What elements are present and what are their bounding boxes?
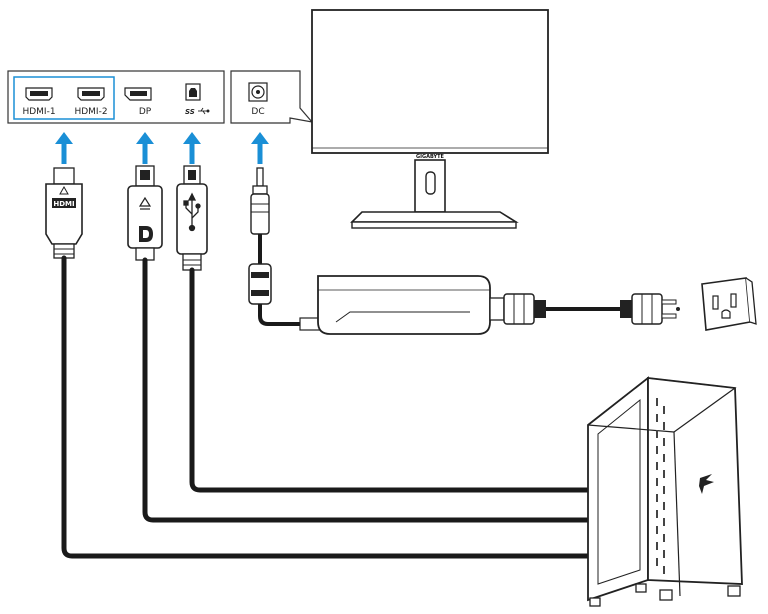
monitor: GIGABYTE xyxy=(311,9,549,229)
hdmi-2-port: HDMI-2 xyxy=(74,87,108,117)
dp-label: DP xyxy=(139,107,152,117)
hdmi-1-port: HDMI-1 xyxy=(22,87,56,117)
wall-outlet xyxy=(701,277,757,331)
displayport-port: DP xyxy=(124,87,152,117)
displayport-logo-icon xyxy=(139,226,153,242)
up-arrow-icon xyxy=(55,132,269,164)
monitor-brand: GIGABYTE xyxy=(416,154,445,160)
usb-trident-small-icon xyxy=(198,107,210,115)
front-vent xyxy=(656,398,665,574)
usb-b-port: SS xyxy=(185,83,210,116)
displayport-cable xyxy=(142,257,591,523)
displayport-plug xyxy=(127,165,163,261)
hdmi-2-label: HDMI-2 xyxy=(74,107,107,117)
hdmi-logo-text: HDMI xyxy=(53,200,74,208)
usb-trident-icon xyxy=(183,192,201,232)
hdmi-1-label: HDMI-1 xyxy=(22,107,55,117)
usb-cable xyxy=(189,267,591,493)
ac-power-cord xyxy=(489,293,680,325)
pc-tower xyxy=(587,376,743,607)
hdmi-highlight-box xyxy=(13,76,115,120)
dc-power-cable xyxy=(248,167,321,331)
power-adapter xyxy=(317,275,491,335)
dc-in-port: DC xyxy=(248,82,268,117)
hdmi-plug: HDMI xyxy=(45,167,83,259)
dc-label: DC xyxy=(251,107,264,117)
signal-cables xyxy=(61,255,591,559)
aorus-eagle-icon xyxy=(699,474,714,494)
hdmi-cable xyxy=(61,255,591,559)
usb-b-plug xyxy=(176,165,208,271)
usb-ss-label: SS xyxy=(185,108,195,116)
